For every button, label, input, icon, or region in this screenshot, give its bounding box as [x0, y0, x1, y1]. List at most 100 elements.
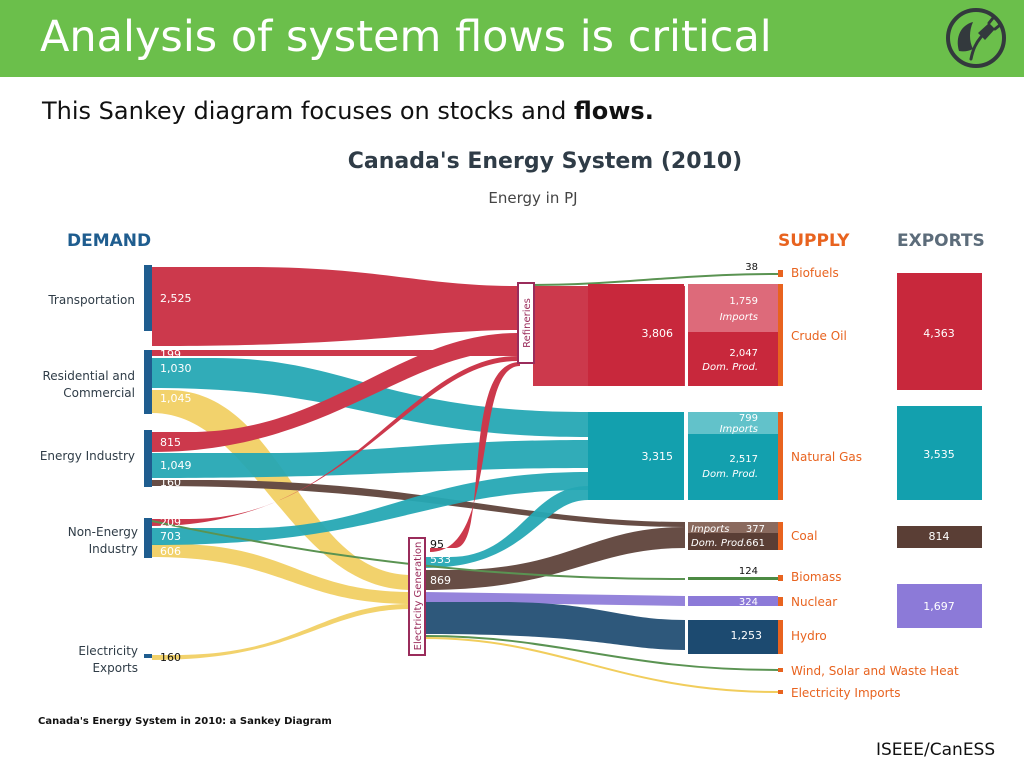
title-bar: Analysis of system flows is critical: [0, 0, 1024, 77]
sublabel-gas-imports: Imports: [720, 424, 758, 435]
label-crude-oil: Crude Oil: [791, 329, 847, 343]
label-electricity-generation: Electricity Generation: [413, 542, 424, 651]
exports-header: EXPORTS: [897, 231, 985, 251]
export-gas-block: [897, 406, 982, 500]
value-hydro: 1,253: [731, 629, 763, 642]
label-biofuels: Biofuels: [791, 266, 839, 280]
demand-header: DEMAND: [67, 231, 151, 251]
label-energy-industry: Energy Industry: [40, 449, 135, 463]
flow-oil-non-energy: [152, 356, 518, 526]
flow-biofuels: [533, 273, 778, 286]
supply-header: SUPPLY: [778, 231, 850, 251]
flow-wind-solar: [424, 635, 779, 671]
export-electricity-value: 1,697: [923, 600, 955, 613]
value-elecgen-coal: 869: [430, 574, 451, 587]
supply-bar-crude-oil: [778, 284, 783, 386]
label-transportation: Transportation: [47, 293, 135, 307]
hydro-block: [688, 620, 778, 654]
sublabel-gas-domestic: Dom. Prod.: [702, 469, 758, 480]
value-biofuels: 38: [745, 262, 758, 273]
subtitle-bold-text: flows.: [573, 97, 654, 125]
flow-coal-elecgen: [425, 527, 685, 590]
supply-bar-nuclear: [778, 597, 783, 606]
gas-domestic-block: [688, 434, 778, 500]
flow-gas-non-energy: [152, 472, 588, 545]
flow-electricity-imports: [424, 637, 779, 693]
natural-gas-mid-node: [588, 412, 684, 500]
export-coal-value: 814: [929, 530, 950, 543]
crude-imports-block: [688, 284, 778, 332]
value-non-energy-gas: 703: [160, 530, 181, 543]
flow-gas-residential: [152, 358, 588, 437]
value-residential-elec: 1,045: [160, 392, 192, 405]
sankey-diagram: Canada's Energy System (2010) Energy in …: [38, 149, 985, 727]
label-natural-gas: Natural Gas: [791, 450, 862, 464]
crude-oil-mid-node: [588, 284, 684, 386]
source-credit: ISEEE/CanESS: [876, 740, 996, 760]
flow-hydro: [425, 602, 685, 650]
value-elecgen-gas: 533: [430, 553, 451, 566]
flow-coal-energy-industry: [152, 480, 685, 527]
flow-oil-energy-industry: [152, 333, 518, 452]
label-residential-2: Commercial: [63, 386, 135, 400]
sublabel-coal-imports: Imports: [691, 524, 729, 535]
value-gas-domestic: 2,517: [729, 454, 758, 465]
export-gas-value: 3,535: [923, 448, 955, 461]
nuclear-block: [688, 596, 778, 606]
flow-elec-nonenergy: [152, 544, 412, 604]
supply-bar-natural-gas: [778, 412, 783, 500]
refineries-node: [517, 282, 535, 364]
diagram-title: Canada's Energy System (2010): [348, 149, 742, 174]
label-residential-1: Residential and: [43, 369, 136, 383]
coal-imports-block: [688, 522, 778, 533]
electricity-generation-node: [408, 537, 426, 656]
supply-bar-coal: [778, 522, 783, 550]
value-elecgen-oil: 95: [430, 538, 444, 551]
label-hydro: Hydro: [791, 629, 827, 643]
export-oil-block: [897, 273, 982, 390]
value-gas-total: 3,315: [642, 450, 674, 463]
flow-oil-transportation: [152, 267, 518, 346]
value-nuclear: 324: [739, 597, 758, 608]
value-transportation-oil: 2,525: [160, 292, 192, 305]
flow-elec-residential: [152, 390, 412, 590]
value-non-energy-elec: 606: [160, 545, 181, 558]
label-wind-solar-waste: Wind, Solar and Waste Heat: [791, 664, 959, 678]
demand-bar-electricity-exports: [144, 654, 152, 658]
label-refineries: Refineries: [522, 298, 533, 348]
export-coal-block: [897, 526, 982, 548]
supply-bar-electricity-imports: [778, 690, 783, 694]
export-oil-value: 4,363: [923, 327, 955, 340]
sublabel-crude-imports: Imports: [720, 312, 758, 323]
label-electricity-exports-1: Electricity: [78, 644, 138, 658]
value-non-energy-oil: 209: [160, 516, 181, 529]
energy-plug-logo-icon: [946, 8, 1006, 68]
coal-domestic-block: [688, 533, 778, 550]
value-crude-domestic: 2,047: [729, 348, 758, 359]
label-electricity-imports: Electricity Imports: [791, 686, 901, 700]
demand-bar-transportation: [144, 265, 152, 331]
value-residential-gas: 1,030: [160, 362, 192, 375]
supply-bar-biomass: [778, 575, 783, 581]
biomass-block: [688, 577, 778, 580]
flow-bands: [152, 267, 779, 693]
demand-bar-non-energy: [144, 518, 152, 558]
label-nuclear: Nuclear: [791, 595, 837, 609]
flow-gas-elecgen: [425, 486, 588, 568]
slide-subtitle: This Sankey diagram focuses on stocks an…: [42, 97, 654, 125]
crude-domestic-block: [688, 332, 778, 386]
export-electricity-block: [897, 584, 982, 628]
label-non-energy-1: Non-Energy: [68, 525, 138, 539]
value-gas-imports: 799: [739, 413, 758, 424]
subtitle-text: This Sankey diagram focuses on stocks an…: [42, 97, 574, 125]
value-coal-domestic: 661: [746, 538, 765, 549]
gas-imports-block: [688, 412, 778, 434]
value-electricity-exports: 160: [160, 651, 181, 664]
value-energy-industry-oil: 815: [160, 436, 181, 449]
label-coal: Coal: [791, 529, 817, 543]
value-energy-industry-gas: 1,049: [160, 459, 192, 472]
label-non-energy-2: Industry: [89, 542, 138, 556]
supply-bar-hydro: [778, 620, 783, 654]
diagram-unit: Energy in PJ: [488, 189, 577, 207]
supply-bar-biofuels: [778, 270, 783, 277]
